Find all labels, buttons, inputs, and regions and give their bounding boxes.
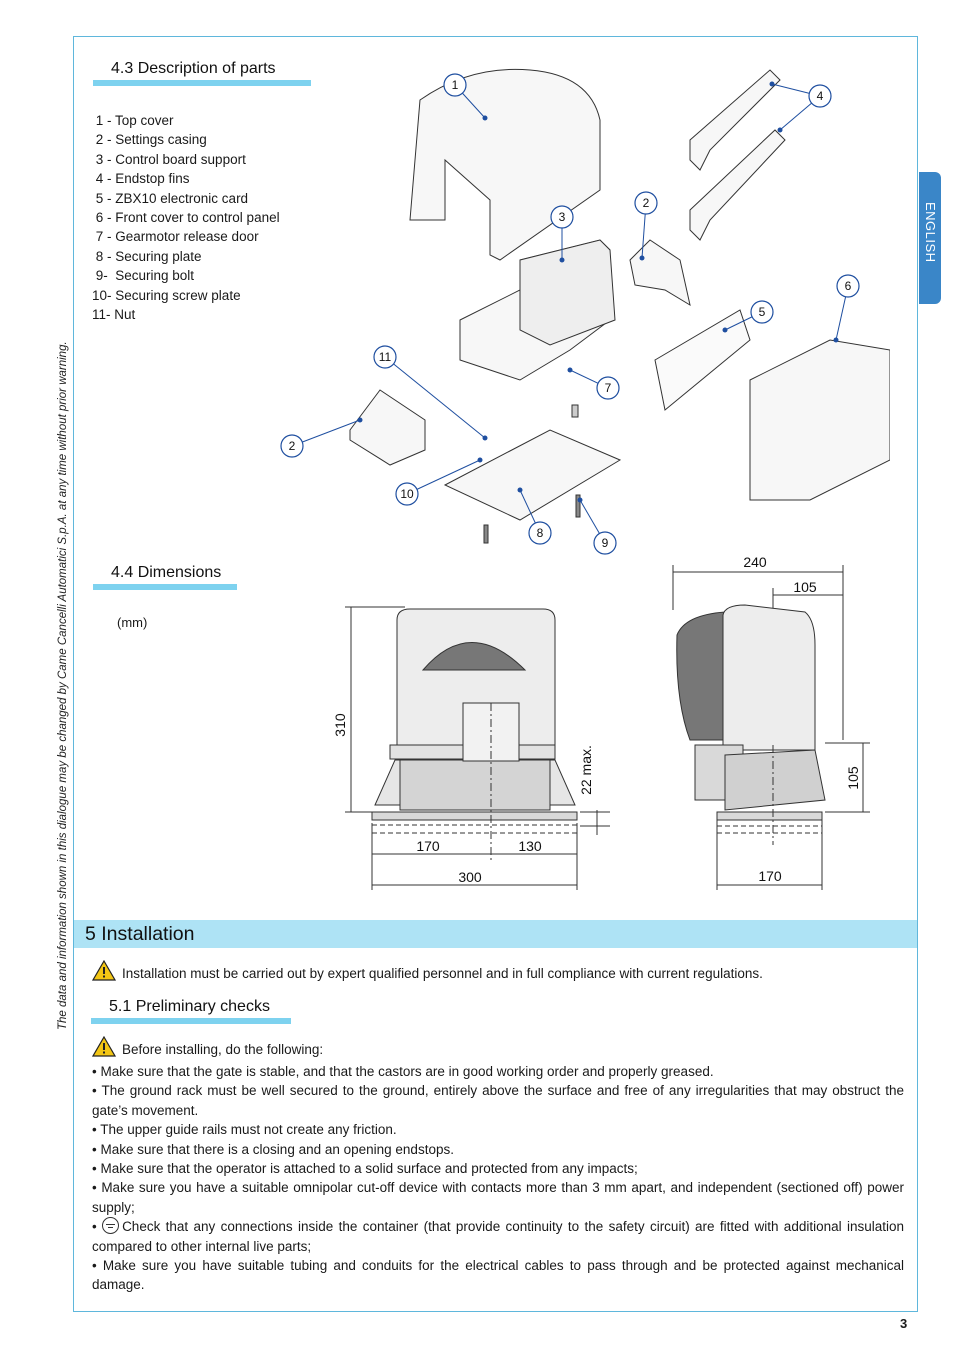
list-item: • The upper guide rails must not create … — [92, 1122, 397, 1138]
list-item: 7 - Gearmotor release door — [92, 229, 259, 245]
dim-total-depth: 240 — [743, 554, 767, 570]
list-item: • Make sure that the operator is attache… — [92, 1161, 638, 1177]
callout-9: 9 — [602, 536, 609, 550]
list-item-text: Check that any connections inside the co… — [92, 1219, 904, 1254]
list-item: 10- Securing screw plate — [92, 287, 241, 303]
endstop-fin — [689, 69, 781, 171]
installation-section-band: 5 Installation — [74, 920, 917, 948]
dimensions-heading-text: 4.4 Dimensions — [111, 564, 222, 581]
heading-underline — [93, 80, 311, 86]
parts-heading: 4.3 Description of parts — [93, 60, 311, 86]
list-item: 5 - ZBX10 electronic card — [92, 190, 249, 206]
page-number: 3 — [900, 1316, 908, 1331]
dim-height: 310 — [332, 713, 348, 737]
front-view-drawing: 310 22 max. 170 130 300 — [332, 606, 610, 890]
warning-icon — [92, 960, 116, 981]
list-item: 9- Securing bolt — [92, 268, 195, 284]
list-item: 4 - Endstop fins — [92, 171, 190, 187]
list-item: • The ground rack must be well secured t… — [92, 1083, 904, 1118]
ground-icon — [102, 1217, 120, 1235]
callout-10: 10 — [400, 487, 414, 501]
callout-8: 8 — [537, 526, 544, 540]
securing-plate — [443, 429, 622, 521]
installation-title: 5 Installation — [85, 923, 195, 945]
list-item: 6 - Front cover to control panel — [92, 210, 280, 226]
endstop-fin — [689, 129, 786, 241]
dim-top-depth: 105 — [793, 579, 817, 595]
list-item: 1 - Top cover — [92, 113, 174, 128]
callout-5: 5 — [759, 305, 766, 319]
parts-heading-text: 4.3 Description of parts — [111, 60, 276, 77]
settings-casing — [629, 239, 691, 307]
dim-clearance: 22 max. — [578, 745, 594, 795]
language-tab[interactable]: ENGLISH — [919, 172, 941, 304]
dim-total-width: 300 — [458, 869, 482, 885]
heading-underline — [91, 1018, 291, 1024]
callout-1: 1 — [452, 78, 459, 92]
list-item: • Check that any connections inside the … — [92, 1217, 904, 1254]
language-tab-label: ENGLISH — [923, 202, 938, 263]
list-item: 3 - Control board support — [92, 151, 246, 167]
installation-warning: Installation must be carried out by expe… — [92, 960, 763, 981]
callout-6: 6 — [845, 279, 852, 293]
dimensions-heading: 4.4 Dimensions — [93, 564, 237, 590]
callout-2b: 2 — [289, 439, 296, 453]
list-item: • Make sure you have a suitable omnipola… — [92, 1180, 904, 1215]
dim-right-width: 130 — [518, 838, 542, 854]
top-cover — [409, 68, 601, 261]
installation-warning-text: Installation must be carried out by expe… — [122, 966, 763, 981]
callout-11: 11 — [379, 350, 392, 364]
checks-heading: 5.1 Preliminary checks — [91, 998, 291, 1024]
unit-label: (mm) — [117, 615, 148, 630]
page-frame — [73, 36, 918, 1312]
disclaimer-note: The data and information shown in this d… — [57, 341, 69, 1030]
callout-3: 3 — [559, 210, 566, 224]
list-item: • Make sure you have suitable tubing and… — [92, 1258, 904, 1293]
exploded-parts-diagram: 1 4 3 2 6 5 11 7 2 10 8 9 — [280, 68, 890, 555]
list-item: 11- Nut — [92, 307, 136, 323]
callout-4: 4 — [817, 89, 824, 103]
electronic-card — [654, 309, 751, 411]
list-item: 8 - Securing plate — [92, 248, 202, 264]
dim-base-height: 105 — [845, 766, 861, 790]
warning-icon — [92, 1036, 116, 1057]
parts-list: 1 - Top cover 2 - Settings casing 3 - Co… — [92, 111, 280, 324]
checks-heading-text: 5.1 Preliminary checks — [109, 998, 270, 1015]
dim-base-depth: 170 — [758, 868, 782, 884]
dim-left-width: 170 — [416, 838, 440, 854]
preliminary-checks-list: • Make sure that the gate is stable, and… — [92, 1062, 904, 1295]
checks-intro: Before installing, do the following: — [92, 1036, 323, 1057]
front-cover — [749, 339, 890, 501]
checks-intro-text: Before installing, do the following: — [122, 1042, 324, 1057]
callout-7: 7 — [605, 381, 612, 395]
settings-casing — [349, 389, 426, 466]
heading-underline — [93, 584, 237, 590]
list-item: • Make sure that the gate is stable, and… — [92, 1064, 714, 1079]
list-item: • Make sure that there is a closing and … — [92, 1141, 454, 1157]
side-view-drawing: 240 105 105 170 — [672, 554, 870, 890]
callout-2: 2 — [643, 196, 650, 210]
list-item: 2 - Settings casing — [92, 132, 207, 148]
